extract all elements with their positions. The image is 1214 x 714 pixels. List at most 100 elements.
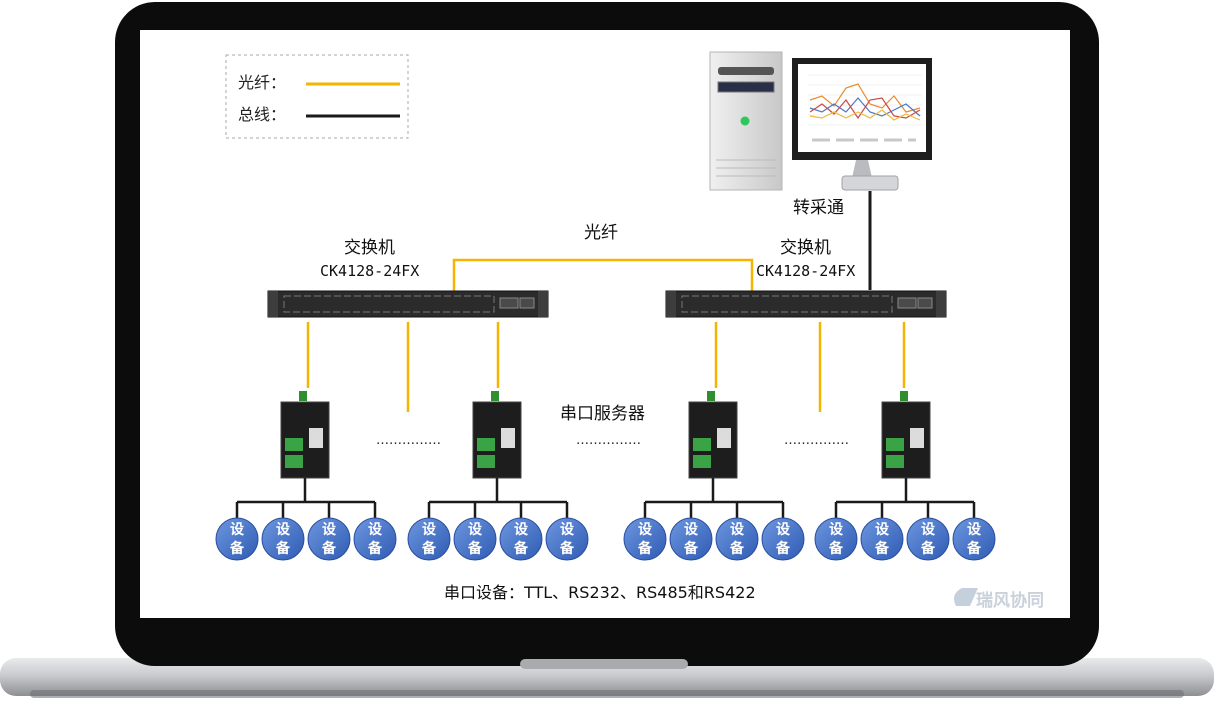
server-terminal <box>285 455 303 468</box>
device-label: 设 <box>967 522 982 538</box>
legend-box <box>225 54 409 139</box>
device-node <box>407 517 451 561</box>
device-node <box>307 517 351 561</box>
pc-drive-slot <box>718 67 774 75</box>
switch-title: 交换机 <box>780 238 831 258</box>
device-label: 设 <box>776 522 791 538</box>
laptop-base-shadow <box>30 690 1184 698</box>
device-label: 备 <box>966 540 982 557</box>
ellipsis: …………… <box>376 433 441 448</box>
device-label: 备 <box>275 540 291 557</box>
device-label: 备 <box>559 540 575 557</box>
device-label: 设 <box>368 522 383 538</box>
server-panel <box>717 428 731 448</box>
serial-servers <box>280 391 931 502</box>
server-terminal <box>886 455 904 468</box>
pc-tower <box>709 51 783 191</box>
switch-ports <box>283 295 495 313</box>
switch-right: 交换机 CK4128-24FX <box>665 238 947 318</box>
device-label: 设 <box>829 522 844 538</box>
watermark-logo-icon <box>954 588 978 606</box>
device-label: 备 <box>513 540 529 557</box>
server-antenna <box>707 391 715 401</box>
pc-power-led <box>740 116 750 126</box>
device-node <box>499 517 543 561</box>
laptop-notch <box>520 659 688 669</box>
switch-ear <box>538 291 548 317</box>
watermark: 瑞风协同 <box>954 588 1044 611</box>
pc-monitor <box>792 58 932 191</box>
switch-uplink-port <box>519 297 535 309</box>
server-panel <box>309 428 323 448</box>
device-label: 备 <box>920 540 936 557</box>
server-antenna <box>900 391 908 401</box>
server-terminal <box>477 438 495 451</box>
monitor-screen <box>798 64 926 152</box>
device-node <box>353 517 397 561</box>
device-label: 设 <box>638 522 653 538</box>
legend-bus-label: 总线： <box>238 105 286 124</box>
switch-model: CK4128-24FX <box>756 262 855 280</box>
monitor-chart-line <box>809 109 921 121</box>
monitor-neck <box>852 160 872 178</box>
pc-label: 转采通 <box>793 198 844 218</box>
device-node <box>453 517 497 561</box>
laptop-base <box>0 658 1214 696</box>
device-label: 设 <box>684 522 699 538</box>
device-node <box>906 517 950 561</box>
switch-ear <box>936 291 946 317</box>
device-label: 备 <box>467 540 483 557</box>
device-label: 设 <box>730 522 745 538</box>
server-antenna <box>491 391 499 401</box>
switch-uplink-port <box>499 297 519 309</box>
device-label: 设 <box>422 522 437 538</box>
server-terminal <box>285 438 303 451</box>
switch-ear <box>268 291 278 317</box>
server-panel <box>910 428 924 448</box>
legend: 光纤： 总线： <box>225 54 409 139</box>
device-label: 备 <box>828 540 844 557</box>
device-label: 备 <box>683 540 699 557</box>
monitor-chart-line <box>809 83 921 113</box>
serial-server <box>688 391 738 502</box>
device-label: 备 <box>421 540 437 557</box>
device-node <box>952 517 996 561</box>
device-node <box>715 517 759 561</box>
device-label: 设 <box>514 522 529 538</box>
switch-uplink-port <box>897 297 917 309</box>
switch-uplink-port <box>917 297 933 309</box>
monitor-stand <box>841 175 899 191</box>
device-node <box>215 517 259 561</box>
device-node <box>761 517 805 561</box>
server-label: 串口服务器 <box>560 404 645 424</box>
serial-server <box>472 391 522 502</box>
device-node <box>860 517 904 561</box>
monitor-chart-line <box>809 97 921 117</box>
device-label: 备 <box>874 540 890 557</box>
switch-ear <box>666 291 676 317</box>
server-panel <box>501 428 515 448</box>
serial-server <box>280 391 330 502</box>
footer-caption: 串口设备：TTL、RS232、RS485和RS422 <box>444 583 756 602</box>
device-label: 备 <box>229 540 245 557</box>
server-terminal <box>477 455 495 468</box>
server-terminal <box>693 438 711 451</box>
ellipsis: …………… <box>784 433 849 448</box>
device-node <box>261 517 305 561</box>
device-label: 备 <box>729 540 745 557</box>
device-label: 备 <box>367 540 383 557</box>
device-node <box>814 517 858 561</box>
device-label: 设 <box>468 522 483 538</box>
device-label: 备 <box>775 540 791 557</box>
device-node <box>545 517 589 561</box>
device-label: 设 <box>276 522 291 538</box>
legend-fiber-label: 光纤： <box>238 73 286 92</box>
pc-drive-bay <box>717 81 775 93</box>
server-terminal <box>693 455 711 468</box>
device-label: 设 <box>921 522 936 538</box>
device-node <box>623 517 667 561</box>
